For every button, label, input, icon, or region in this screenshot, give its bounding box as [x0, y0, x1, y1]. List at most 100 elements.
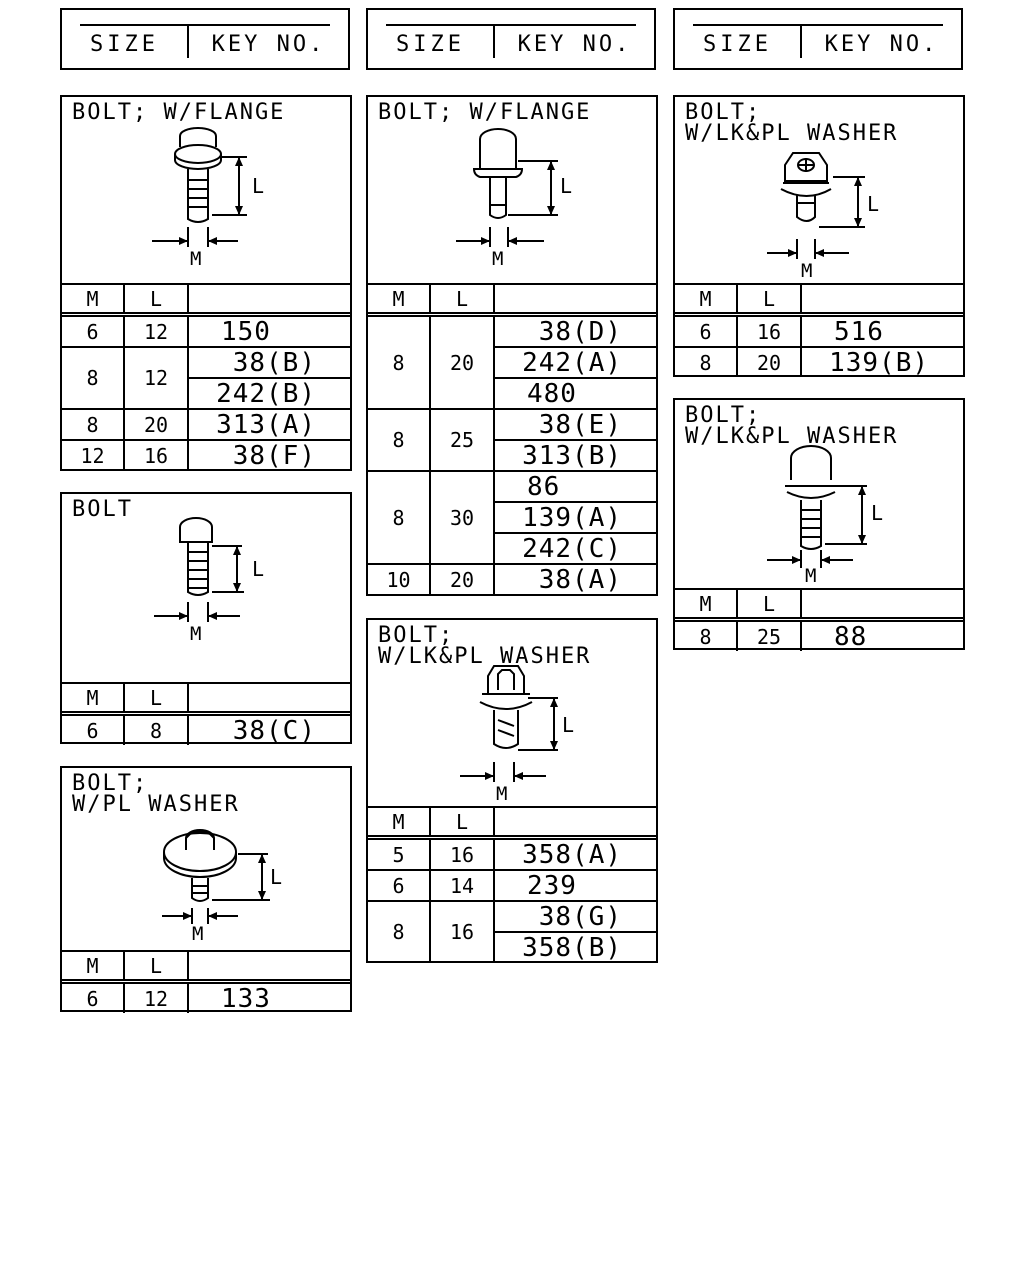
- size-l-cell: 20: [429, 563, 495, 594]
- dimension-m-label: M: [496, 783, 507, 805]
- header-cell-key: [493, 283, 656, 317]
- size-m-cell: 6: [675, 313, 738, 348]
- size-l-cell: 14: [429, 869, 495, 902]
- size-m-cell: 8: [368, 313, 431, 410]
- part-title: BOLT; W/FLANGE: [378, 100, 592, 125]
- dimension-l-label: L: [867, 192, 879, 216]
- header-cell-m: M: [675, 283, 738, 317]
- part-title: BOLT; W/PL WASHER: [72, 771, 240, 817]
- dimension-l-label: L: [252, 174, 264, 198]
- dimension-l-label: L: [560, 174, 572, 198]
- key-no-label: KEY NO.: [824, 32, 939, 57]
- header-cell-l: L: [429, 806, 495, 840]
- header-rule: [80, 24, 330, 26]
- size-l-cell: 20: [736, 346, 802, 377]
- part-title: BOLT; W/LK&PL WASHER: [378, 623, 592, 669]
- dimension-l-label: L: [270, 865, 282, 889]
- size-m-cell: 8: [368, 408, 431, 472]
- key-no-cell: 516: [800, 313, 963, 348]
- dimension-m-label: M: [492, 248, 503, 270]
- dimension-m-label: M: [805, 565, 816, 587]
- size-m-cell: 6: [368, 869, 431, 902]
- key-no-cell: 313(B): [494, 439, 656, 472]
- part-title: BOLT: [72, 497, 133, 522]
- header-cell-l: L: [123, 682, 189, 716]
- dimension-l-label: L: [562, 713, 574, 737]
- size-l-cell: 12: [123, 313, 189, 348]
- table-row: 139(A): [368, 501, 656, 534]
- header-cell-key: [800, 588, 963, 622]
- header-cell-m: M: [62, 682, 125, 716]
- size-m-cell: 6: [62, 980, 125, 1013]
- size-m-cell: 8: [368, 470, 431, 565]
- size-m-cell: 8: [675, 346, 738, 377]
- size-m-cell: 8: [675, 618, 738, 651]
- part-title: BOLT; W/LK&PL WASHER: [685, 100, 899, 146]
- bolt-drawing: L M: [154, 517, 264, 645]
- header-cell-m: M: [62, 950, 125, 984]
- size-m-cell: 8: [62, 346, 125, 410]
- size-label: SIZE: [396, 32, 465, 57]
- size-label: SIZE: [703, 32, 772, 57]
- size-m-cell: 5: [368, 836, 431, 871]
- column-header-1: SIZE KEY NO.: [60, 8, 350, 70]
- size-m-cell: 8: [62, 408, 125, 441]
- key-no-label: KEY NO.: [211, 32, 326, 57]
- header-cell-l: L: [736, 588, 802, 622]
- bolt-lk-pl-washer-drawing: L M: [767, 152, 879, 282]
- bolt-lk-pl-washer-drawing: L M: [460, 665, 574, 805]
- bolt-flange-drawing: L M: [456, 128, 572, 270]
- header-cell-l: L: [123, 283, 189, 317]
- column-header-3: SIZE KEY NO.: [673, 8, 963, 70]
- header-cell-m: M: [675, 588, 738, 622]
- size-l-cell: 12: [123, 980, 189, 1013]
- dimension-m-label: M: [190, 623, 201, 645]
- bolt-pl-washer-drawing: L M: [162, 829, 282, 945]
- key-no-cell: 133: [187, 980, 350, 1013]
- header-cell-l: L: [429, 283, 495, 317]
- part-title: BOLT; W/FLANGE: [72, 100, 286, 125]
- size-l-cell: 16: [123, 439, 189, 470]
- key-no-cell: 38(F): [187, 439, 350, 470]
- size-l-cell: 20: [429, 313, 495, 410]
- size-m-cell: 6: [62, 313, 125, 348]
- key-no-cell: 242(A): [494, 346, 656, 379]
- header-cell-key: [800, 283, 963, 317]
- bolt-lk-pl-washer-drawing: L M: [767, 445, 883, 587]
- dimension-l-label: L: [252, 557, 264, 581]
- key-no-cell: 242(B): [188, 377, 350, 410]
- header-divider: [187, 26, 189, 58]
- dimension-m-label: M: [192, 923, 203, 945]
- column-header-2: SIZE KEY NO.: [366, 8, 656, 70]
- header-rule: [693, 24, 943, 26]
- key-no-cell: 139(B): [800, 346, 963, 377]
- part-title: BOLT; W/LK&PL WASHER: [685, 403, 899, 449]
- size-l-cell: 25: [429, 408, 495, 472]
- table-row: 480: [368, 377, 656, 410]
- key-no-cell: 239: [493, 869, 656, 902]
